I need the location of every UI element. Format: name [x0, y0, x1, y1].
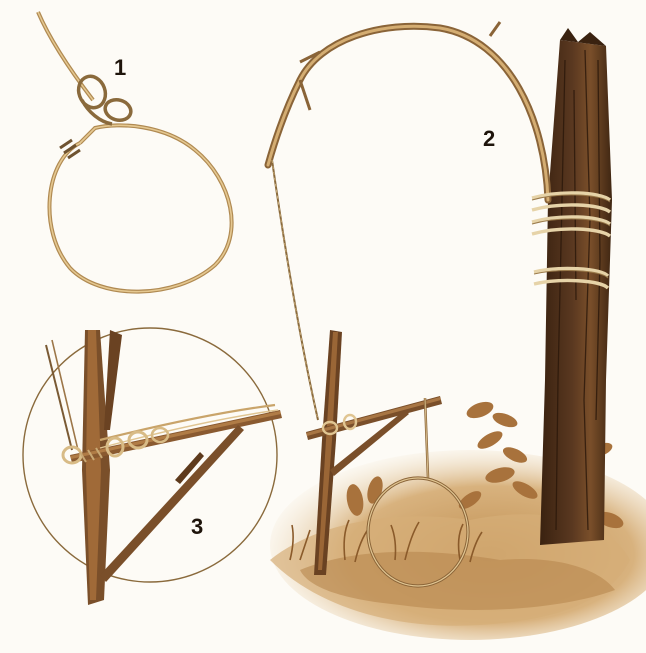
figure-1-label: 1 — [114, 57, 126, 79]
figure-3-trigger-detail — [23, 328, 282, 605]
figure-1-wire-noose — [38, 12, 232, 292]
figure-2-spring-snare — [268, 22, 646, 640]
figure-3-label: 3 — [191, 516, 203, 538]
figure-2-label: 2 — [483, 128, 495, 150]
